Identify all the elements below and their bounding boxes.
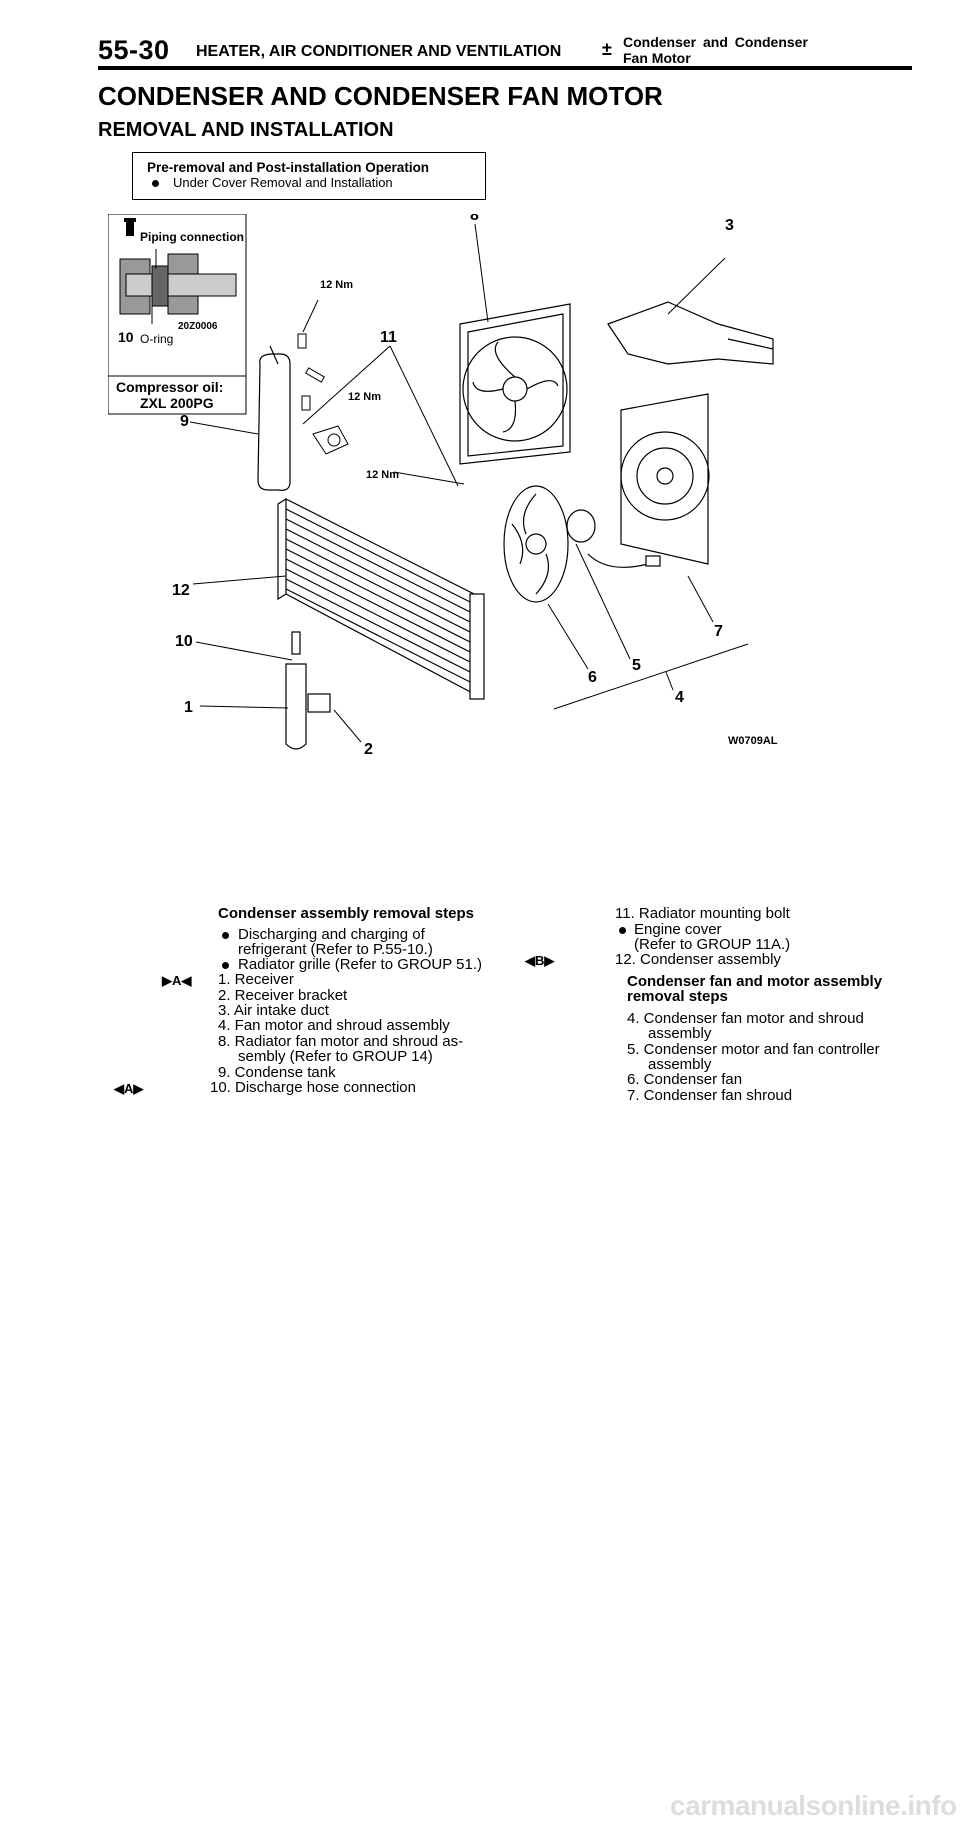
right-heading-2: removal steps — [627, 988, 728, 1005]
compressor-label: Compressor oil: — [116, 379, 223, 395]
left-line-8: sembly (Refer to GROUP 14) — [238, 1048, 433, 1065]
callout-8: 8 — [470, 214, 479, 224]
right-line-3: 12. Condenser assembly — [615, 951, 781, 968]
left-heading: Condenser assembly removal steps — [218, 905, 474, 922]
left-line-0: Discharging and charging of — [238, 926, 425, 943]
bullet-icon — [222, 962, 229, 969]
bullet-icon — [222, 932, 229, 939]
right-step-2: 5. Condenser motor and fan controller — [627, 1041, 880, 1058]
section-title: HEATER, AIR CONDITIONER AND VENTILATION — [196, 43, 562, 60]
torque-label-3: 12 Nm — [366, 469, 399, 481]
left-line-6: 4. Fan motor and shroud assembly — [218, 1017, 450, 1034]
receiver — [285, 631, 331, 750]
right-line-1: Engine cover — [634, 921, 722, 938]
header-rule — [98, 66, 912, 70]
piping-illustration — [119, 249, 237, 324]
mark-a-1: ▶A◀ — [162, 973, 192, 988]
left-line-3: 1. Receiver — [218, 971, 294, 988]
condense-tank — [257, 345, 291, 491]
leader-lines — [189, 223, 749, 743]
callout-10: 10 — [175, 633, 193, 650]
torque-label-2: 12 Nm — [348, 391, 381, 403]
callout-5: 5 — [632, 657, 641, 674]
page-number: 55-30 — [98, 35, 170, 65]
air-intake-duct — [607, 301, 774, 365]
callout-12: 12 — [172, 582, 190, 599]
callout-4: 4 — [675, 689, 684, 706]
right-line-0: 11. Radiator mounting bolt — [615, 905, 790, 922]
fan-motor — [566, 509, 661, 568]
left-line-9: 9. Condense tank — [218, 1064, 336, 1081]
small-parts — [297, 333, 349, 455]
mark-a-2: ◀A▶ — [114, 1081, 144, 1096]
condenser-fan-shroud — [620, 393, 710, 565]
radiator-fan-shroud — [459, 303, 571, 465]
right-line-2: (Refer to GROUP 11A.) — [634, 936, 791, 953]
right-step-1: assembly — [648, 1025, 712, 1042]
inset-oring: O-ring — [140, 332, 173, 346]
pre-removal-item: Under Cover Removal and Installation — [173, 175, 393, 190]
callout-6: 6 — [588, 669, 597, 686]
inset-box — [108, 214, 247, 415]
compressor-value: ZXL 200PG — [140, 395, 214, 411]
left-line-7: 8. Radiator fan motor and shroud as- — [218, 1033, 464, 1050]
condenser-fan — [503, 485, 569, 603]
figure-code: W0709AL — [728, 735, 778, 747]
exploded-diagram: Piping connection 10 20Z0006 O-ring Comp… — [108, 214, 918, 879]
inset-num: 10 — [118, 329, 134, 345]
mark-b: ◀B▶ — [525, 953, 555, 968]
footer-watermark[interactable]: carmanualsonline.info — [670, 1790, 957, 1821]
callout-1: 1 — [184, 699, 193, 716]
left-line-1: refrigerant (Refer to P.55-10.) — [238, 941, 433, 958]
inset-title: Piping connection — [140, 230, 244, 244]
left-line-10: 10. Discharge hose connection — [210, 1079, 416, 1096]
right-step-5: 7. Condenser fan shroud — [627, 1087, 793, 1104]
pre-removal-heading: Pre-removal and Post-installation Operat… — [147, 160, 430, 175]
pre-removal-box: Pre-removal and Post-installation Operat… — [132, 152, 486, 200]
left-line-2: Radiator grille (Refer to GROUP 51.) — [238, 956, 482, 973]
inset-code: 20Z0006 — [178, 321, 218, 332]
callout-3: 3 — [725, 217, 734, 234]
right-step-3: assembly — [648, 1056, 712, 1073]
page-subtitle: REMOVAL AND INSTALLATION — [98, 119, 394, 141]
condenser-assembly — [277, 498, 485, 700]
bullet-icon — [152, 180, 159, 187]
page-title: CONDENSER AND CONDENSER FAN MOTOR — [98, 81, 663, 111]
right-step-4: 6. Condenser fan — [627, 1071, 743, 1088]
callout-11: 11 — [380, 329, 397, 346]
left-line-5: 3. Air intake duct — [218, 1002, 329, 1019]
callout-2: 2 — [364, 741, 373, 758]
topic-line-2: Fan Motor — [623, 50, 691, 66]
callout-9: 9 — [180, 413, 189, 430]
torque-label-1: 12 Nm — [320, 279, 353, 291]
bullet-icon — [619, 927, 626, 934]
caution-icon — [124, 218, 136, 236]
right-heading-1: Condenser fan and motor assembly — [627, 973, 883, 990]
header-separator: ± — [602, 39, 612, 59]
callout-7: 7 — [714, 623, 723, 640]
left-line-4: 2. Receiver bracket — [218, 987, 348, 1004]
topic-line-1: Condenser and Condenser — [623, 34, 808, 50]
right-step-0: 4. Condenser fan motor and shroud — [627, 1010, 864, 1027]
